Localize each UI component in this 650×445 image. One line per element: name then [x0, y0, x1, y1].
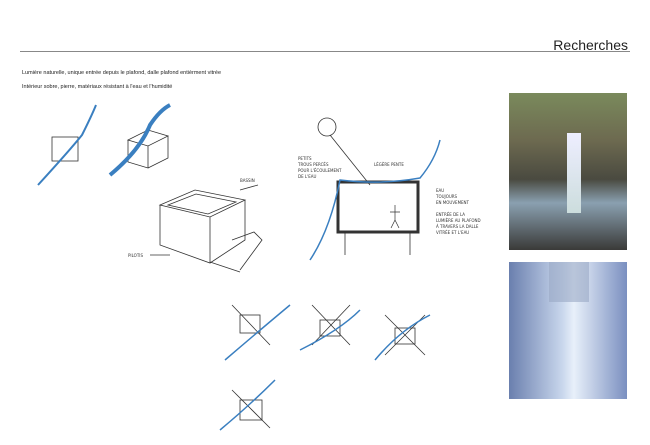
sketch-section [309, 117, 441, 261]
divider [20, 51, 630, 52]
sketch-label: DE L'EAU [298, 174, 316, 179]
sketch-label: EN MOUVEMENT [436, 200, 470, 205]
label-pilotis: PILOTIS [128, 253, 143, 258]
page-title: Recherches [553, 37, 628, 53]
sketch-label: VITRÉE ET L'EAU [436, 230, 469, 235]
sketch-label: LUMIÈRE AU PLAFOND [436, 218, 481, 223]
note-2: Intérieur sobre, pierre, matériaux résis… [22, 84, 173, 90]
sketch-label: TOUJOURS [435, 194, 458, 199]
label-bassin: BASSIN [240, 178, 255, 183]
note-1: Lumière naturelle, unique entrée depuis … [22, 70, 222, 76]
sketch-label: PETITS [298, 156, 312, 161]
sketch-label: ENTRÉE DE LA [436, 212, 465, 217]
sketch-small-cubes [37, 103, 171, 186]
sketch-basin-house [150, 184, 263, 273]
sketch-label: LÉGÈRE PENTE [374, 162, 404, 167]
sketch-label: À TRAVERS LA DALLE [436, 224, 479, 229]
sketch-label: EAU [436, 188, 444, 193]
glass-light-photo [509, 262, 627, 399]
sketch-label: TROUS PERCÉS [297, 162, 329, 167]
sketch-label: POUR L'ÉCOULEMENT [298, 168, 342, 173]
sketch-variants [219, 304, 431, 431]
waterfall-photo [509, 93, 627, 250]
